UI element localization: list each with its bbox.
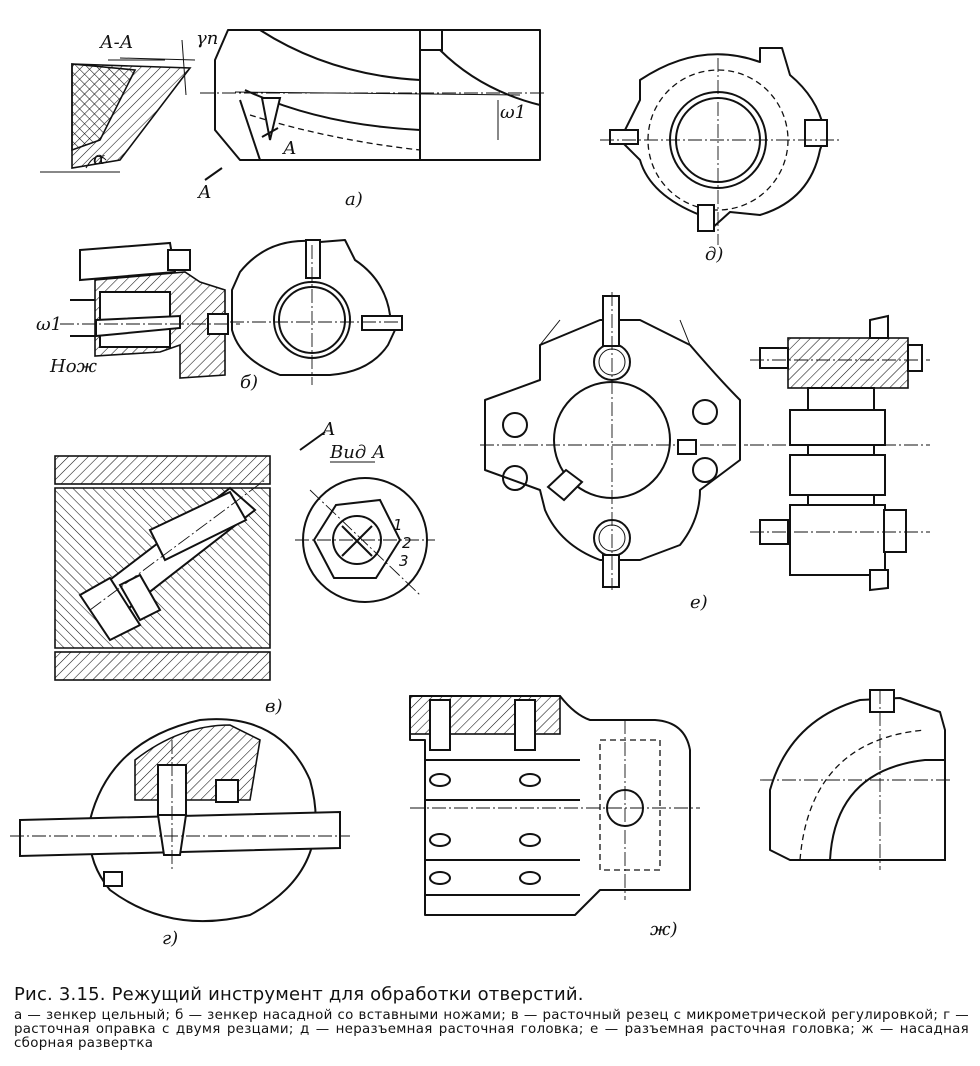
label-zh: ж) (650, 919, 677, 940)
label-v: в) (265, 696, 283, 717)
scale-2-label: 2 (402, 534, 412, 552)
omega1-a-label: ω1 (500, 102, 526, 123)
view-e-split-boring-head: е) (480, 292, 930, 613)
alpha-label: α (93, 148, 105, 169)
label-d: д) (705, 244, 723, 265)
scale-1-label: 1 (393, 516, 403, 534)
arrow-a1-label: А (281, 138, 297, 159)
view-v-micrometer-boring-cutter: А Вид А 1 2 3 в) (54, 419, 435, 717)
figure-caption: Рис. 3.15. Режущий инструмент для обрабо… (14, 984, 969, 1051)
view-d-boring-head: д) (600, 47, 840, 265)
caption-text: а — зенкер цельный; б — зенкер насадной … (14, 1008, 969, 1051)
label-g: г) (162, 928, 178, 949)
view-a-solid-countersink: А-А γп α ω1 А А а) (40, 28, 545, 210)
label-e: е) (690, 592, 708, 613)
arrow-view-label: А (320, 419, 336, 440)
knife-label: Нож (49, 356, 98, 377)
technical-drawing: А-А γп α ω1 А А а) д) ω1 (10, 28, 950, 949)
gamma-n-label: γп (196, 28, 218, 49)
label-a: а) (345, 189, 363, 210)
view-b-shell-countersink: ω1 Нож б) (36, 239, 403, 393)
view-a-label: Вид А (329, 442, 386, 463)
arrow-a2-label: А (196, 182, 212, 203)
view-zh-shell-reamer: ж) (409, 689, 950, 940)
scale-3-label: 3 (399, 552, 409, 570)
label-b: б) (240, 372, 258, 393)
omega1-b-label: ω1 (36, 314, 62, 335)
section-aa-label: А-А (98, 32, 133, 53)
view-g-boring-bar: г) (10, 718, 350, 949)
caption-title: Рис. 3.15. Режущий инструмент для обрабо… (14, 984, 584, 1005)
